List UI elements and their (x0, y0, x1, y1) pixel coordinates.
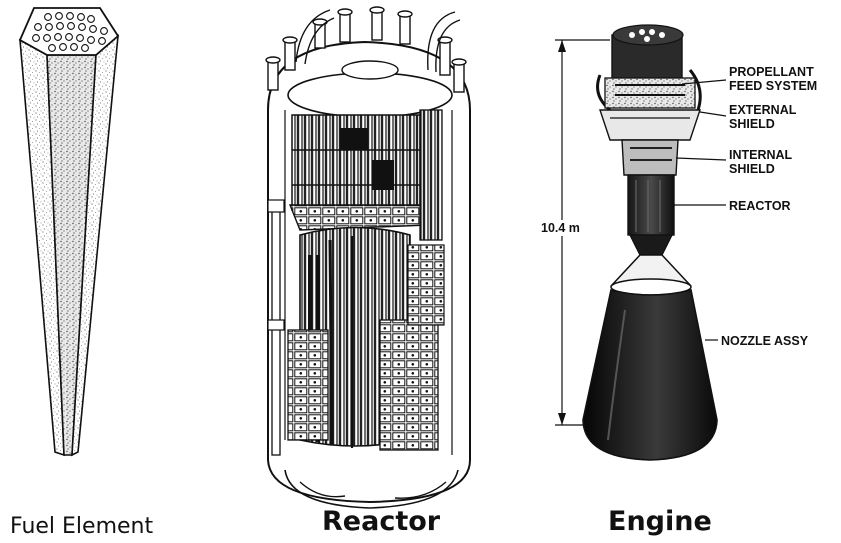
reactor-reflector-right (419, 109, 443, 241)
callout-internal-shield: INTERNAL SHIELD (729, 148, 795, 176)
engine-reactor (627, 174, 675, 236)
fuel-element-caption: Fuel Element (10, 514, 153, 539)
reactor-base-skirt (284, 469, 459, 509)
engine-callout-leaders (672, 79, 727, 341)
engine-callout-labels: PROPELLANT FEED SYSTEM EXTERNAL SHIELD I… (721, 65, 817, 348)
engine-propellant-feed-system (596, 24, 702, 112)
engine-external-shield (599, 109, 701, 141)
reactor-drawing (265, 6, 471, 509)
reactor-support-plate (288, 204, 432, 231)
reactor-top-nozzles (265, 6, 467, 93)
callout-nozzle-assy: NOZZLE ASSY (721, 334, 809, 348)
engine-height-label: 10.4 m (541, 221, 580, 235)
reactor-control-drums (379, 319, 439, 451)
engine-height-dimension: 10.4 m (540, 39, 610, 426)
reactor-caption: Reactor (322, 506, 441, 537)
engine-caption: Engine (608, 506, 712, 537)
engine-nozzle-throat (628, 234, 674, 256)
reactor-reflector-left (287, 329, 329, 441)
reactor-curved-feed-pipe (295, 9, 335, 65)
engine-nozzle-bell (582, 289, 718, 461)
callout-reactor: REACTOR (729, 199, 791, 213)
engine-drawing (582, 24, 718, 461)
fuel-element-drawing (18, 7, 120, 457)
callout-external-shield: EXTERNAL SHIELD (729, 103, 800, 131)
coolant-channel-holes (32, 12, 108, 52)
callout-propellant-feed-system: PROPELLANT FEED SYSTEM (729, 65, 817, 93)
engine-internal-shield (621, 139, 679, 176)
